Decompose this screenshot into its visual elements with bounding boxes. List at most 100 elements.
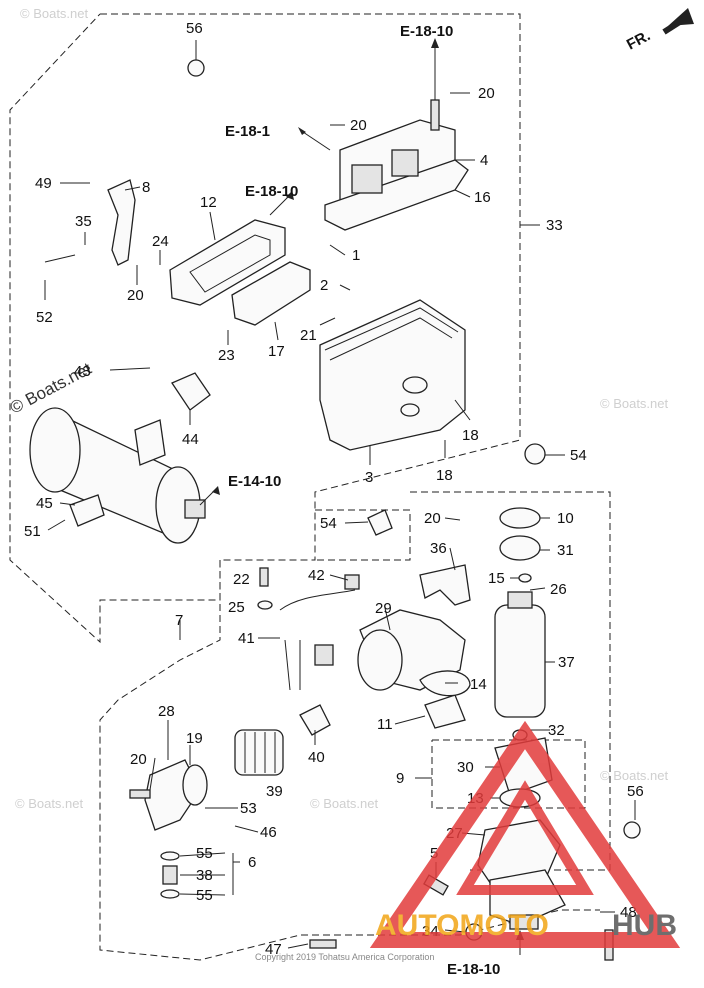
part-label: 23 [218, 347, 235, 364]
part-label: 46 [260, 824, 277, 841]
ring-31 [499, 535, 541, 561]
automotohub-logo: AUTOMOTO HUB [369, 720, 681, 948]
grommet-54b [367, 509, 393, 536]
relay-44 [171, 372, 211, 411]
part-label: 55 [196, 887, 213, 904]
part-label: 20 [127, 287, 144, 304]
part-label: 36 [430, 540, 447, 557]
part-label: 25 [228, 599, 245, 616]
part-label: 20 [350, 117, 367, 134]
fitting-assembly [129, 759, 208, 831]
watermark-text: © Boats.net [600, 396, 669, 411]
filter-element [234, 729, 284, 776]
part-label: 56 [627, 783, 644, 800]
spring-40 [299, 704, 331, 736]
part-label: 48 [620, 904, 637, 921]
connector-stack [160, 851, 180, 899]
part-label: 19 [186, 730, 203, 747]
logo-triangle-icon [369, 720, 681, 948]
cover-plate [169, 219, 286, 306]
part-label: 32 [548, 722, 565, 739]
filter-group-outline [315, 509, 411, 561]
part-label: 30 [457, 759, 474, 776]
part-label: 33 [546, 217, 563, 234]
bolt-47 [309, 939, 337, 949]
part-label: 54 [320, 515, 337, 532]
fr-label: FR. [624, 27, 653, 53]
part-label: 35 [75, 213, 92, 230]
part-label: 54 [570, 447, 587, 464]
part-label: 24 [152, 233, 169, 250]
part-label: 9 [396, 770, 404, 787]
reference-labels: E-18-10 E-18-1 E-18-10 E-14-10 E-18-10 [225, 23, 500, 978]
assembly-outline [9, 13, 521, 644]
part-number-labels: 56 20 20 4 16 33 49 8 35 12 24 20 52 1 2… [24, 20, 644, 958]
bracket-36 [419, 564, 471, 606]
gasket-17 [231, 261, 311, 326]
hose-group-outline [99, 560, 600, 961]
part-label: 20 [424, 510, 441, 527]
part-label: 3 [365, 469, 373, 486]
part-label: 6 [248, 854, 256, 871]
copyright-text: Copyright 2019 Tohatsu America Corporati… [255, 952, 434, 962]
part-label: 7 [175, 612, 183, 629]
part-label: 10 [557, 510, 574, 527]
part-label: 12 [200, 194, 217, 211]
part-label: 4 [480, 152, 488, 169]
logo-word-a: AUTOMOTO [375, 909, 549, 942]
part-label: 44 [182, 431, 199, 448]
part-label: 21 [300, 327, 317, 344]
ref-starter: E-14-10 [228, 473, 281, 490]
part-label: 41 [238, 630, 255, 647]
float-chamber [319, 299, 466, 451]
part-label: 45 [36, 495, 53, 512]
part-label: 14 [470, 676, 487, 693]
ref-bottom: E-18-10 [447, 961, 500, 978]
part-label: 51 [24, 523, 41, 540]
part-label: 29 [375, 600, 392, 617]
part-label: 18 [462, 427, 479, 444]
fuel-pump [494, 591, 546, 718]
bracket-8 [107, 179, 136, 266]
wiring-harness [279, 574, 360, 691]
part-label: 49 [35, 175, 52, 192]
watermark-text: © Boats.net [310, 796, 379, 811]
orientation-indicator: FR. [624, 8, 694, 54]
part-label: 11 [377, 716, 393, 733]
ref-left-b: E-18-10 [245, 183, 298, 200]
part-label: 26 [550, 581, 567, 598]
part-label: 40 [308, 749, 325, 766]
grommet-56a [187, 59, 205, 77]
part-label: 20 [478, 85, 495, 102]
part-label: 5 [430, 845, 438, 862]
arrow-icon [668, 8, 694, 26]
grommet-56b [623, 821, 641, 839]
part-label: 28 [158, 703, 175, 720]
part-label: 53 [240, 800, 257, 817]
part-label: 43 [74, 363, 91, 380]
watermark-text: © Boats.net [20, 6, 89, 21]
watermark-text: © Boats.net [600, 768, 669, 783]
grommet-54a [524, 443, 546, 465]
part-label: 2 [320, 277, 328, 294]
part-label: 39 [266, 783, 283, 800]
part-label: 20 [130, 751, 147, 768]
ring-10 [499, 507, 541, 529]
part-label: 42 [308, 567, 325, 584]
part-label: 55 [196, 845, 213, 862]
part-label: 22 [233, 571, 250, 588]
filter-case [357, 609, 466, 691]
part-label: 56 [186, 20, 203, 37]
part-label: 8 [142, 179, 150, 196]
washer-25 [257, 600, 273, 610]
part-label: 37 [558, 654, 575, 671]
part-label: 17 [268, 343, 285, 360]
washer-15 [518, 573, 532, 583]
part-label: 16 [474, 189, 491, 206]
watermark-text: © Boats.net [15, 796, 84, 811]
part-label: 15 [488, 570, 505, 587]
seal-11 [424, 694, 466, 729]
logo-word-b: HUB [612, 909, 677, 942]
ref-top: E-18-10 [400, 23, 453, 40]
part-label: 47 [265, 941, 282, 958]
